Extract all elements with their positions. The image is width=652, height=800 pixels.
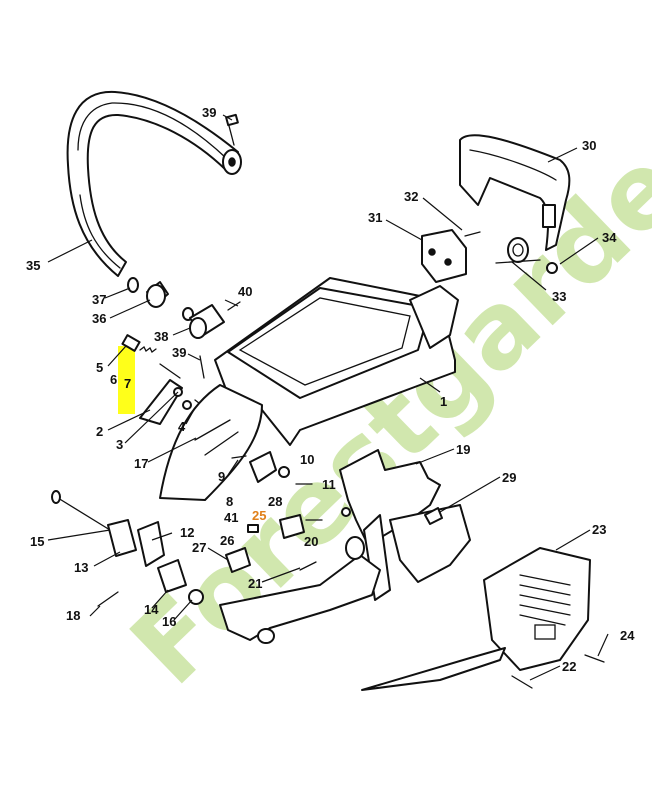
label-13: 13 xyxy=(74,560,88,575)
hand-guard-part xyxy=(421,134,571,283)
label-29: 29 xyxy=(502,470,516,485)
label-4: 4 xyxy=(178,419,186,434)
label-26: 26 xyxy=(220,533,234,548)
rear-handle-part xyxy=(159,384,263,501)
spring-pin-parts xyxy=(121,334,209,425)
label-32: 32 xyxy=(404,189,418,204)
label-5: 5 xyxy=(96,360,103,375)
part-labels: 1 2 3 4 5 6 7 8 9 10 11 12 13 14 15 16 1… xyxy=(26,105,635,674)
chassis-part xyxy=(339,449,471,601)
label-37: 37 xyxy=(92,292,106,307)
label-23: 23 xyxy=(592,522,606,537)
label-25: 25 xyxy=(252,508,266,523)
label-27: 27 xyxy=(192,540,206,555)
label-7: 7 xyxy=(124,376,131,391)
label-20: 20 xyxy=(304,534,318,549)
sprocket-cover-part xyxy=(361,547,605,691)
buffer-assembly-part xyxy=(127,277,241,339)
label-19: 19 xyxy=(456,442,470,457)
base-plate-part xyxy=(219,536,381,644)
label-36: 36 xyxy=(92,311,106,326)
label-38: 38 xyxy=(154,329,168,344)
label-41: 41 xyxy=(224,510,238,525)
label-6: 6 xyxy=(110,372,117,387)
label-33: 33 xyxy=(552,289,566,304)
label-24: 24 xyxy=(620,628,635,643)
label-1: 1 xyxy=(440,394,447,409)
housing-part xyxy=(214,277,459,446)
label-8: 8 xyxy=(226,494,233,509)
handlebar-part xyxy=(66,90,242,277)
label-3: 3 xyxy=(116,437,123,452)
label-14: 14 xyxy=(144,602,159,617)
leader-lines xyxy=(47,114,609,681)
label-40: 40 xyxy=(238,284,252,299)
label-35: 35 xyxy=(26,258,40,273)
label-9: 9 xyxy=(218,469,225,484)
label-18: 18 xyxy=(66,608,80,623)
adjuster-parts xyxy=(225,451,351,573)
label-12: 12 xyxy=(180,525,194,540)
label-15: 15 xyxy=(30,534,44,549)
label-39-mid: 39 xyxy=(172,345,186,360)
label-28: 28 xyxy=(268,494,282,509)
label-22: 22 xyxy=(562,659,576,674)
label-30: 30 xyxy=(582,138,596,153)
label-21: 21 xyxy=(248,576,262,591)
highlight-marker xyxy=(118,346,135,414)
label-11: 11 xyxy=(322,477,336,492)
label-2: 2 xyxy=(96,424,103,439)
label-10: 10 xyxy=(300,452,314,467)
label-34: 34 xyxy=(602,230,617,245)
label-16: 16 xyxy=(162,614,176,629)
label-31: 31 xyxy=(368,210,382,225)
label-17: 17 xyxy=(134,456,148,471)
label-39-top: 39 xyxy=(202,105,216,120)
front-mount-part xyxy=(51,490,204,607)
